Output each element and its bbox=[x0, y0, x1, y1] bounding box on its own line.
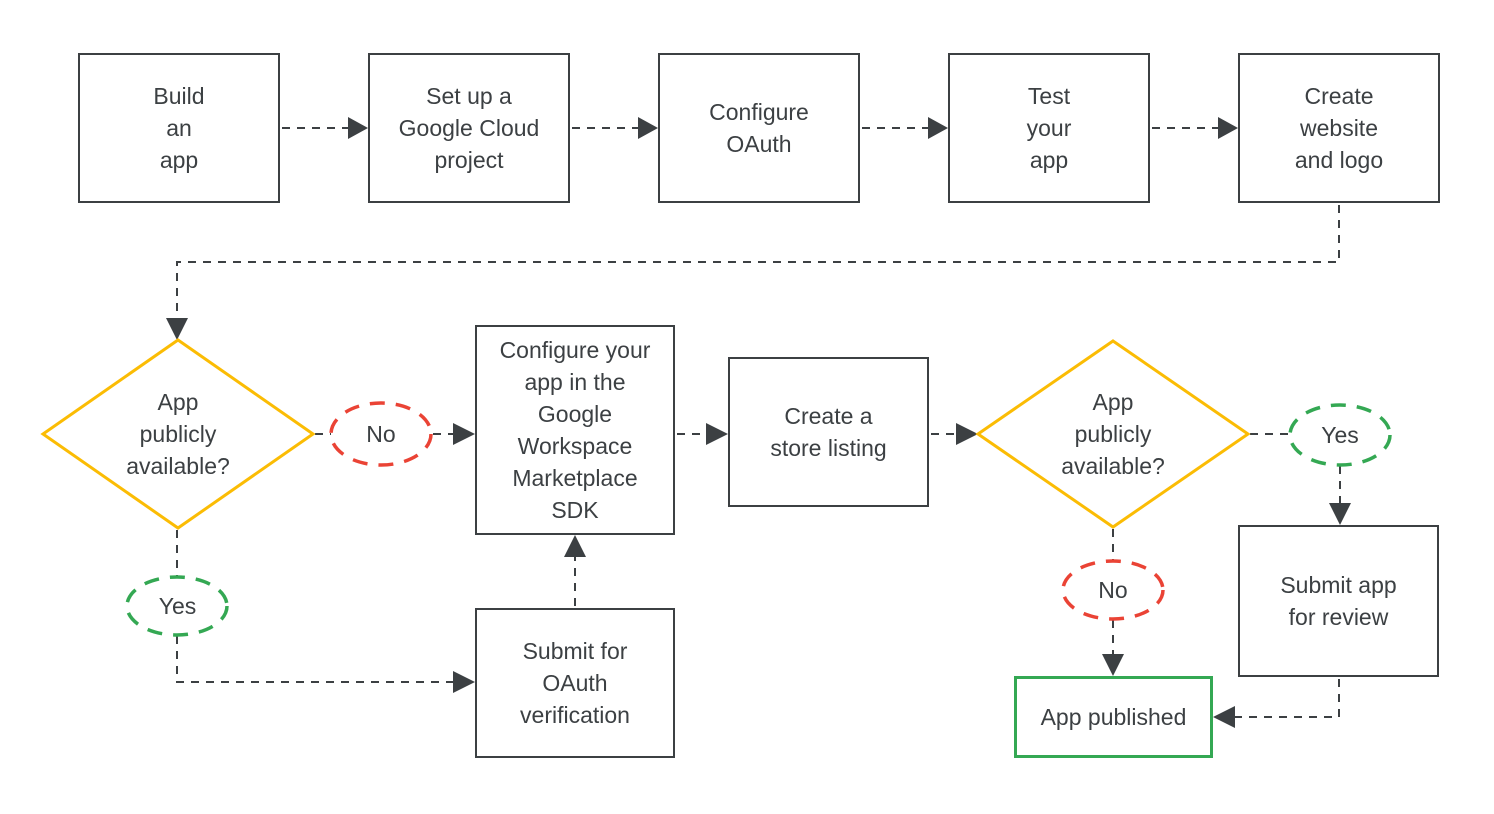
connector-review-to-published bbox=[1235, 679, 1340, 718]
node-create-website-and-logo-label: Create website and logo bbox=[1294, 83, 1384, 173]
arrowhead bbox=[1213, 706, 1235, 728]
arrowhead bbox=[166, 318, 188, 340]
node-test-your-app: Test your app bbox=[948, 53, 1150, 203]
node-configure-app-marketplace-sdk-label: Configure your app in the Google Workspa… bbox=[499, 337, 651, 523]
node-submit-app-for-review: Submit app for review bbox=[1238, 525, 1439, 677]
arrowhead bbox=[638, 117, 658, 139]
node-configure-oauth-label: Configure OAuth bbox=[709, 99, 809, 157]
node-create-store-listing: Create a store listing bbox=[728, 357, 929, 507]
node-build-an-app: Build an app bbox=[78, 53, 280, 203]
yes1-oval bbox=[125, 575, 229, 637]
no2-oval bbox=[1061, 559, 1165, 621]
node-submit-app-for-review-label: Submit app for review bbox=[1280, 572, 1397, 630]
arrowhead bbox=[1329, 503, 1351, 525]
arrowhead bbox=[453, 423, 475, 445]
node-app-published-label: App published bbox=[1040, 704, 1187, 730]
arrowhead bbox=[928, 117, 948, 139]
arrowhead bbox=[348, 117, 368, 139]
node-submit-for-oauth-verification: Submit for OAuth verification bbox=[475, 608, 675, 758]
node-create-website-and-logo: Create website and logo bbox=[1238, 53, 1440, 203]
node-test-your-app-label: Test your app bbox=[1026, 83, 1072, 173]
arrowhead bbox=[956, 423, 978, 445]
node-submit-for-oauth-verification-label: Submit for OAuth verification bbox=[520, 638, 630, 728]
node-app-published: App published bbox=[1014, 676, 1213, 758]
arrowhead bbox=[1102, 654, 1124, 676]
node-build-an-app-label: Build an app bbox=[153, 83, 205, 173]
node-create-store-listing-label: Create a store listing bbox=[770, 403, 887, 461]
decision1-diamond bbox=[40, 338, 316, 530]
no1-oval bbox=[329, 401, 433, 467]
arrowhead bbox=[564, 535, 586, 557]
arrowhead bbox=[1218, 117, 1238, 139]
arrowhead bbox=[453, 671, 475, 693]
arrowhead bbox=[706, 423, 728, 445]
decision2-diamond bbox=[975, 339, 1251, 529]
connector-website-to-decision1 bbox=[176, 205, 1340, 318]
node-set-up-google-cloud-project: Set up a Google Cloud project bbox=[368, 53, 570, 203]
node-configure-oauth: Configure OAuth bbox=[658, 53, 860, 203]
connector-yes1-to-oauthverif bbox=[176, 636, 453, 683]
node-set-up-google-cloud-project-label: Set up a Google Cloud project bbox=[398, 83, 540, 173]
node-configure-app-marketplace-sdk: Configure your app in the Google Workspa… bbox=[475, 325, 675, 535]
yes2-oval bbox=[1288, 403, 1392, 467]
